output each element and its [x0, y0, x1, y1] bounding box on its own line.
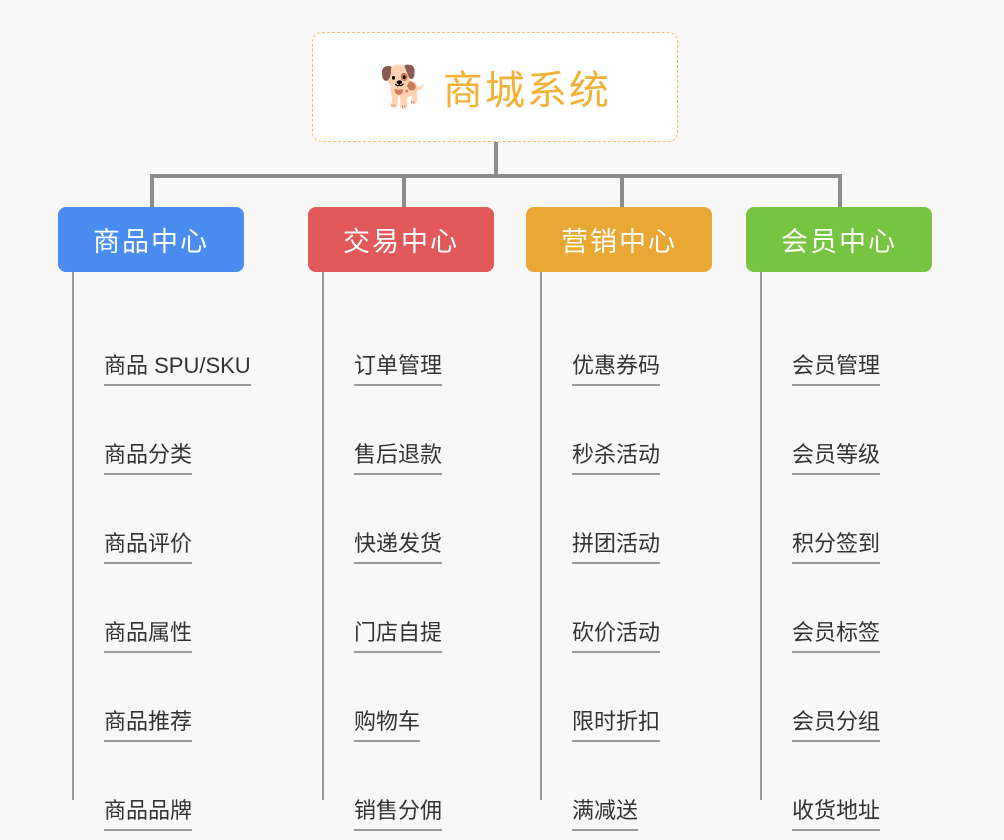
leaf-list-marketing-center: 优惠券码 秒杀活动 拼团活动 砍价活动 限时折扣 满减送 — [526, 272, 756, 831]
leaf-label: 商品评价 — [104, 531, 193, 564]
leaf-label: 商品分类 — [104, 442, 193, 475]
list-item[interactable]: 销售分佣 — [308, 742, 538, 831]
list-item[interactable]: 会员分组 — [746, 653, 976, 742]
leaf-label: 拼团活动 — [572, 531, 661, 564]
list-item[interactable]: 商品品牌 — [58, 742, 288, 831]
list-item[interactable]: 商品 SPU/SKU — [58, 297, 288, 386]
branch-rail — [760, 272, 762, 800]
branch-product-center: 商品中心 商品 SPU/SKU 商品分类 商品评价 商品属性 商品推荐 商品品牌 — [58, 207, 288, 831]
leaf-label: 秒杀活动 — [572, 442, 661, 475]
leaf-label: 优惠券码 — [572, 353, 661, 386]
list-item[interactable]: 订单管理 — [308, 297, 538, 386]
branch-header-label: 营销中心 — [561, 227, 677, 257]
leaf-label: 满减送 — [572, 798, 639, 831]
branch-header-product-center[interactable]: 商品中心 — [58, 207, 244, 272]
root-node[interactable]: 🐕 商城系统 — [312, 32, 678, 142]
leaf-list-product-center: 商品 SPU/SKU 商品分类 商品评价 商品属性 商品推荐 商品品牌 — [58, 272, 288, 831]
list-item[interactable]: 砍价活动 — [526, 564, 756, 653]
leaf-label: 会员标签 — [792, 620, 881, 653]
leaf-label: 商品推荐 — [104, 709, 193, 742]
connector-stem — [494, 142, 498, 176]
list-item[interactable]: 拼团活动 — [526, 475, 756, 564]
leaf-list-trade-center: 订单管理 售后退款 快递发货 门店自提 购物车 销售分佣 — [308, 272, 538, 831]
branch-header-label: 会员中心 — [781, 227, 897, 257]
list-item[interactable]: 门店自提 — [308, 564, 538, 653]
branch-header-label: 商品中心 — [93, 227, 209, 257]
connector-bus — [150, 174, 840, 178]
leaf-label: 商品属性 — [104, 620, 193, 653]
list-item[interactable]: 售后退款 — [308, 386, 538, 475]
branch-header-label: 交易中心 — [343, 227, 459, 257]
leaf-label: 售后退款 — [354, 442, 443, 475]
branch-rail — [540, 272, 542, 800]
branch-header-member-center[interactable]: 会员中心 — [746, 207, 932, 272]
list-item[interactable]: 会员标签 — [746, 564, 976, 653]
branch-trade-center: 交易中心 订单管理 售后退款 快递发货 门店自提 购物车 销售分佣 — [308, 207, 538, 831]
leaf-label: 商品品牌 — [104, 798, 193, 831]
leaf-list-member-center: 会员管理 会员等级 积分签到 会员标签 会员分组 收货地址 — [746, 272, 976, 831]
leaf-label: 会员分组 — [792, 709, 881, 742]
list-item[interactable]: 快递发货 — [308, 475, 538, 564]
leaf-label: 销售分佣 — [354, 798, 443, 831]
list-item[interactable]: 收货地址 — [746, 742, 976, 831]
leaf-label: 购物车 — [354, 709, 421, 742]
branch-member-center: 会员中心 会员管理 会员等级 积分签到 会员标签 会员分组 收货地址 — [746, 207, 976, 831]
leaf-label: 门店自提 — [354, 620, 443, 653]
dog-face-icon: 🐕 — [379, 64, 429, 110]
list-item[interactable]: 购物车 — [308, 653, 538, 742]
leaf-label: 会员等级 — [792, 442, 881, 475]
connector-drop-marketing-center — [620, 174, 624, 210]
list-item[interactable]: 积分签到 — [746, 475, 976, 564]
leaf-label: 商品 SPU/SKU — [104, 353, 251, 386]
leaf-label: 快递发货 — [354, 531, 443, 564]
branch-rail — [322, 272, 324, 800]
list-item[interactable]: 商品属性 — [58, 564, 288, 653]
root-title: 商城系统 — [442, 69, 611, 113]
list-item[interactable]: 会员等级 — [746, 386, 976, 475]
connector-drop-trade-center — [402, 174, 406, 210]
list-item[interactable]: 商品分类 — [58, 386, 288, 475]
list-item[interactable]: 秒杀活动 — [526, 386, 756, 475]
branch-header-trade-center[interactable]: 交易中心 — [308, 207, 494, 272]
list-item[interactable]: 优惠券码 — [526, 297, 756, 386]
branch-marketing-center: 营销中心 优惠券码 秒杀活动 拼团活动 砍价活动 限时折扣 满减送 — [526, 207, 756, 831]
list-item[interactable]: 商品评价 — [58, 475, 288, 564]
leaf-label: 会员管理 — [792, 353, 881, 386]
leaf-label: 限时折扣 — [572, 709, 661, 742]
list-item[interactable]: 会员管理 — [746, 297, 976, 386]
leaf-label: 砍价活动 — [572, 620, 661, 653]
leaf-label: 收货地址 — [792, 798, 881, 831]
leaf-label: 积分签到 — [792, 531, 881, 564]
leaf-label: 订单管理 — [354, 353, 443, 386]
connector-drop-member-center — [838, 174, 842, 210]
list-item[interactable]: 商品推荐 — [58, 653, 288, 742]
list-item[interactable]: 限时折扣 — [526, 653, 756, 742]
branch-rail — [72, 272, 74, 800]
connector-drop-product-center — [150, 174, 154, 210]
list-item[interactable]: 满减送 — [526, 742, 756, 831]
branch-header-marketing-center[interactable]: 营销中心 — [526, 207, 712, 272]
